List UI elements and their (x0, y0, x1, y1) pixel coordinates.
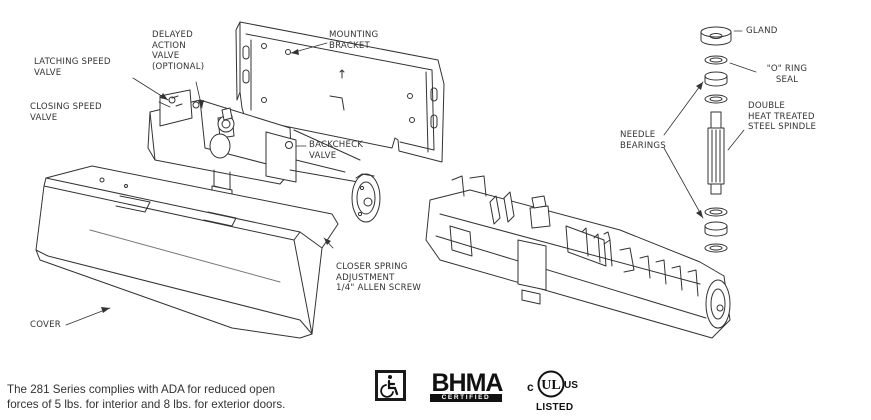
bhma-certified-logo: BHMA CERTIFIED (428, 369, 506, 402)
closer-spring-adjustment-label: CLOSER SPRING ADJUSTMENT 1/4" ALLEN SCRE… (336, 262, 422, 293)
backcheck-valve-label: BACKCHECK VALVE (309, 140, 364, 161)
closer-cutaway (425, 175, 731, 339)
mounting-bracket-label: MOUNTING BRACKET (329, 30, 379, 51)
ul-listed-logo: c UL US LISTED (527, 368, 583, 416)
delayed-action-valve-label: DELAYED ACTION VALVE (OPTIONAL) (152, 30, 205, 72)
spindle-assembly (700, 26, 732, 253)
wheelchair-icon (375, 370, 406, 401)
ul-circle-icon: UL (537, 370, 565, 398)
ul-us-mark: US (564, 380, 578, 391)
mounting-bracket (235, 21, 445, 163)
latching-speed-valve-label: LATCHING SPEED VALVE (34, 57, 111, 78)
cover-label: COVER (30, 320, 61, 330)
ul-listed-text: LISTED (536, 402, 574, 413)
needle-bearings-label: NEEDLE BEARINGS (620, 130, 666, 151)
leader-arrowheads (101, 49, 703, 313)
cover (35, 165, 339, 339)
spindle-label: DOUBLE HEAT TREATED STEEL SPINDLE (748, 101, 817, 132)
closer-body (147, 89, 381, 223)
ada-compliance-note: The 281 Series complies with ADA for red… (7, 383, 286, 411)
gland-label: GLAND (746, 26, 778, 36)
o-ring-seal-label: "O" RING SEAL (766, 64, 808, 85)
closing-speed-valve-label: CLOSING SPEED VALVE (30, 102, 102, 123)
ul-c-mark: c (527, 380, 534, 394)
ul-circle-text: UL (541, 378, 560, 393)
bhma-certified-band: CERTIFIED (430, 394, 502, 402)
bhma-wordmark: BHMA (431, 369, 504, 397)
